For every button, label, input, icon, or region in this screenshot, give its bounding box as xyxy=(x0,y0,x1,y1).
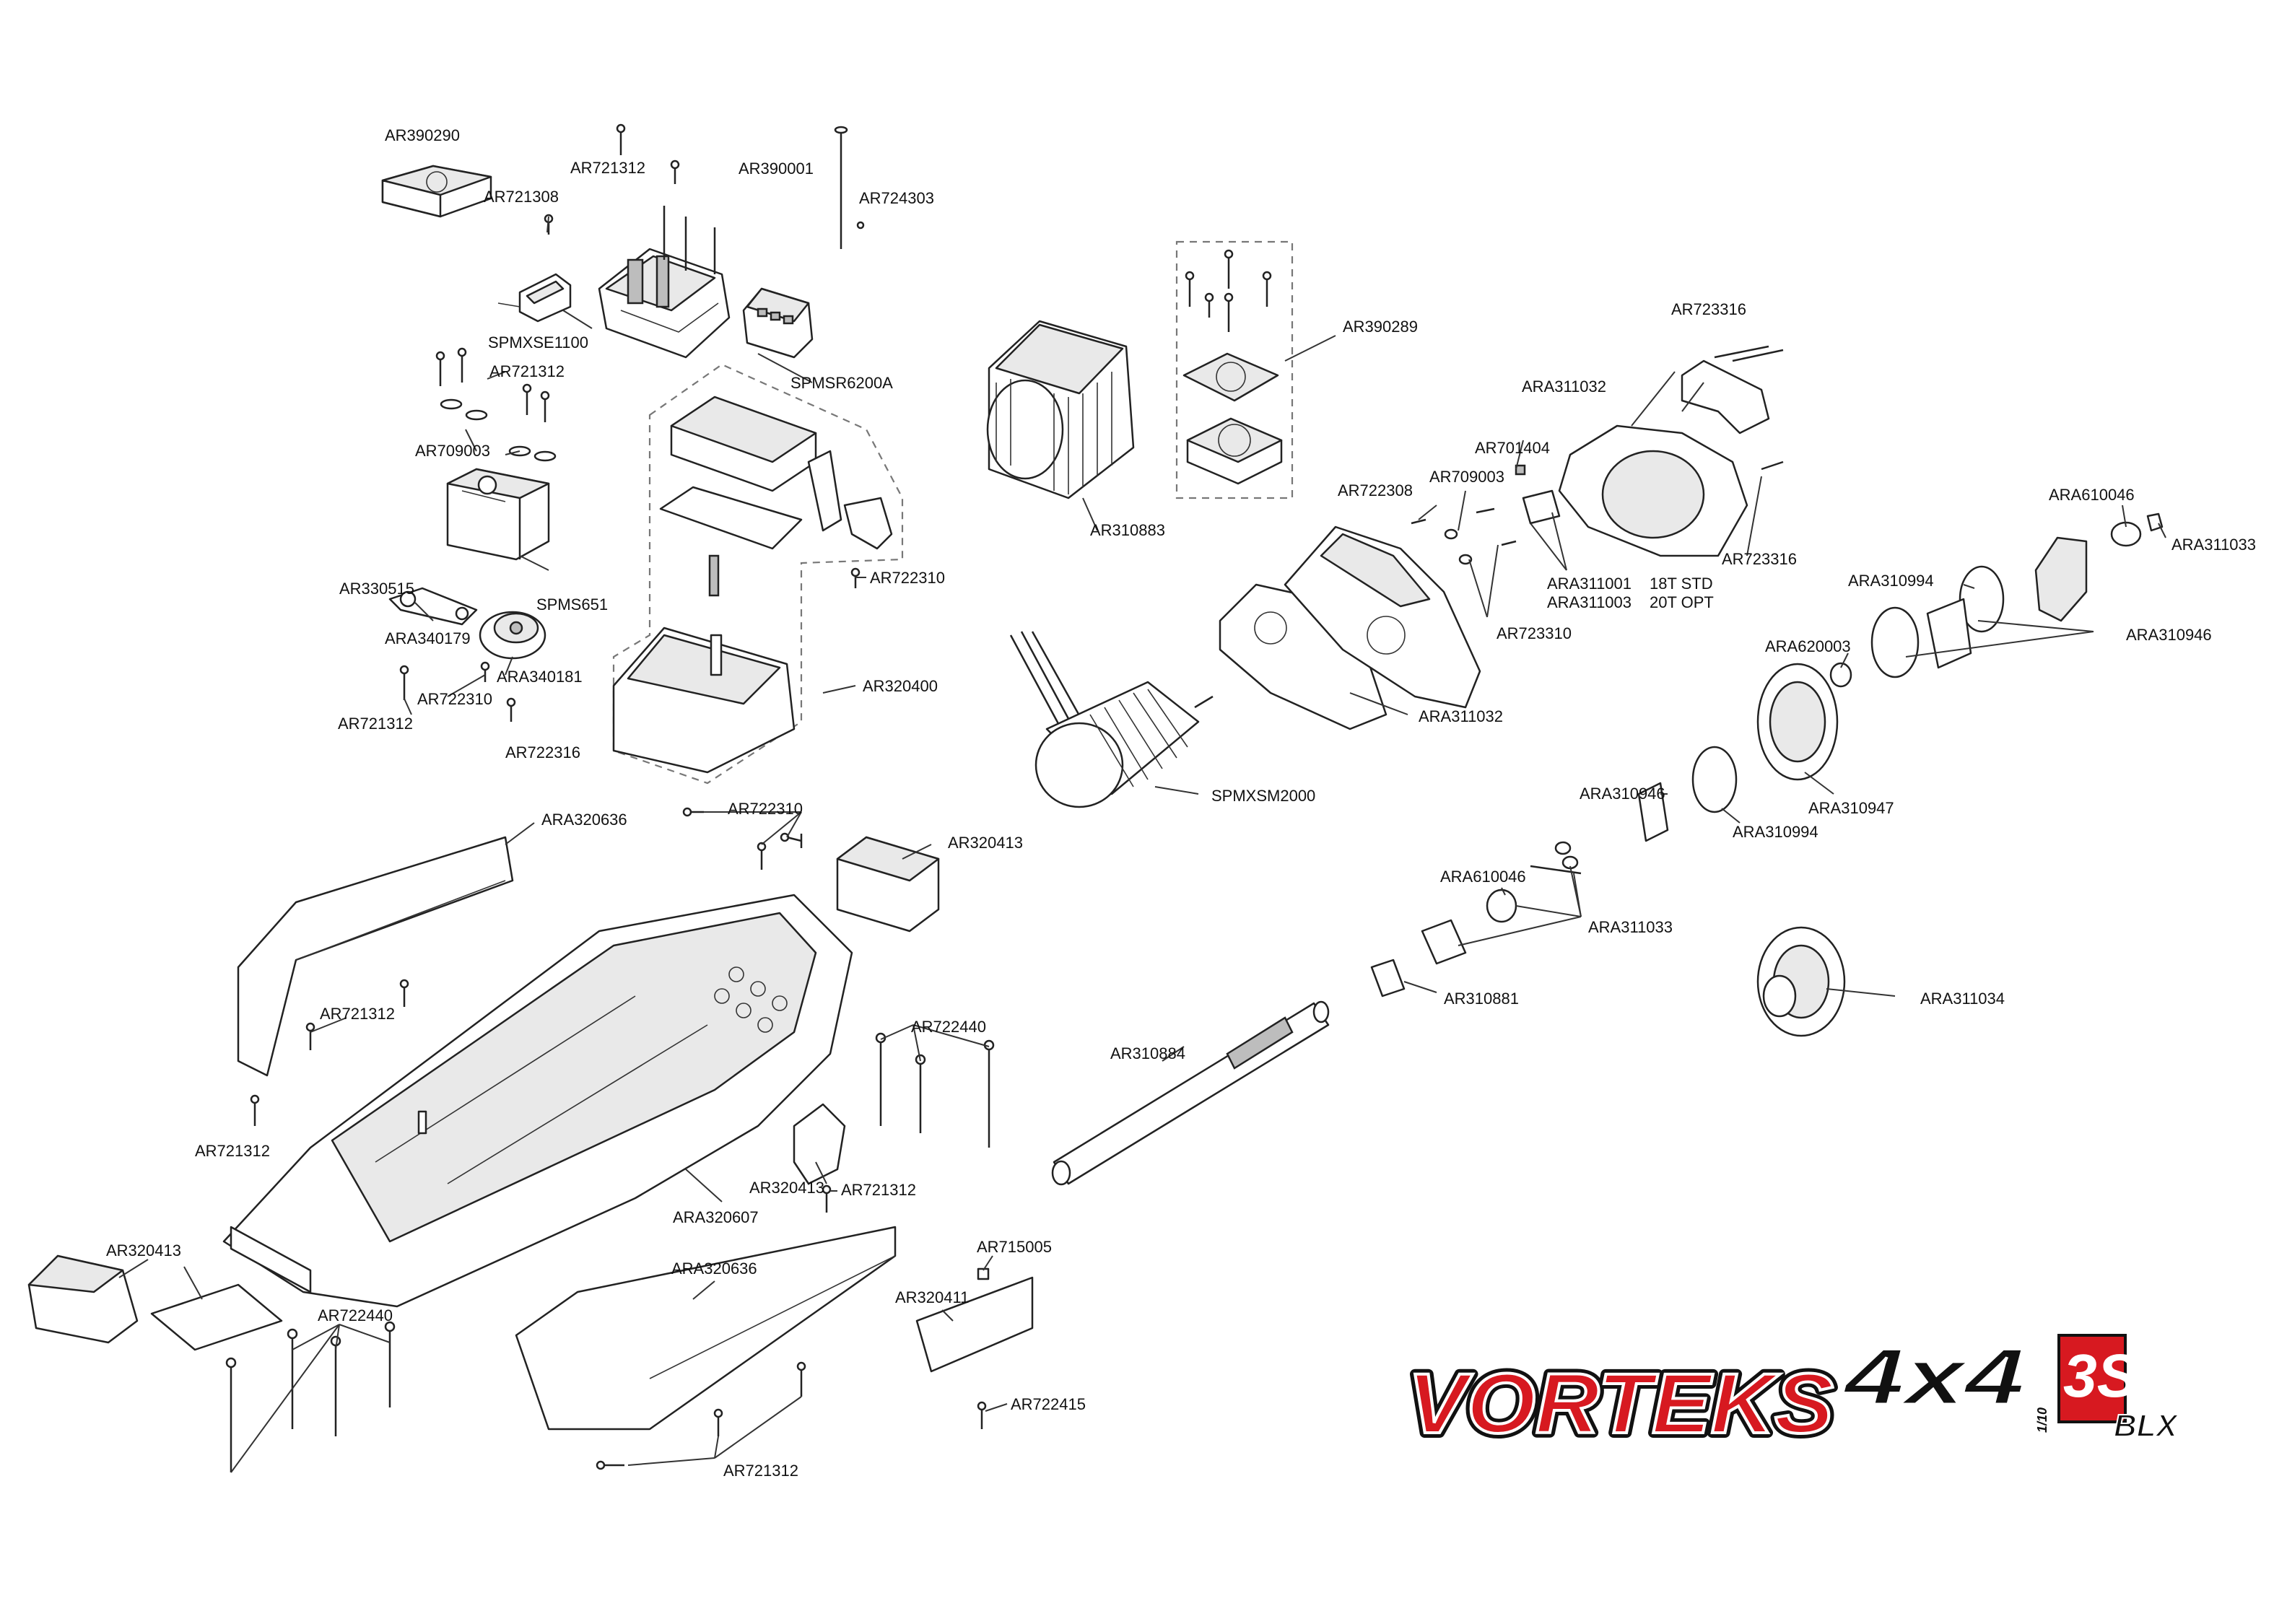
label-ara310994-mid: ARA310994 xyxy=(1733,823,1818,841)
label-ara311001: ARA311001 xyxy=(1547,575,1632,593)
esc-speed-control xyxy=(598,206,731,359)
receiver xyxy=(742,287,814,359)
spur-gear xyxy=(1756,926,1846,1037)
receiver-box-group xyxy=(612,363,904,785)
label-ar721312-left: AR721312 xyxy=(338,715,413,733)
side-guard-left xyxy=(237,836,514,1077)
motor-heatsink xyxy=(986,320,1135,499)
label-ar722308: AR722308 xyxy=(1338,481,1413,499)
logo-cells: 3S xyxy=(2063,1342,2138,1410)
pinion-and-hardware xyxy=(1411,460,1784,565)
logo-drive: 4x4 xyxy=(1842,1332,2025,1421)
label-ar721312-mid: AR721312 xyxy=(841,1181,916,1199)
label-ara340179: ARA340179 xyxy=(385,629,471,647)
label-ar320400: AR320400 xyxy=(863,677,938,695)
label-ar723316-top: AR723316 xyxy=(1671,300,1746,318)
label-ar722310-left: AR722310 xyxy=(417,690,492,708)
label-ar721312-bottom: AR721312 xyxy=(723,1462,798,1480)
motor xyxy=(1009,631,1214,808)
label-ara610046-mid: ARA610046 xyxy=(1440,868,1526,886)
label-ar320413-top: AR320413 xyxy=(948,834,1023,852)
center-driveshaft xyxy=(1051,1000,1330,1186)
label-ar722310-mid: AR722310 xyxy=(728,800,803,818)
label-ar724303: AR724303 xyxy=(859,189,934,207)
label-ar709003-left: AR709003 xyxy=(415,442,490,460)
label-20t-opt: 20T OPT xyxy=(1650,593,1714,611)
label-ara310946-mid: ARA310946 xyxy=(1580,785,1665,803)
label-ar721312-servo: AR721312 xyxy=(489,362,565,380)
label-ar390290: AR390290 xyxy=(385,126,460,144)
heatsink-fan-group xyxy=(1175,240,1294,499)
label-ar310881: AR310881 xyxy=(1444,990,1519,1008)
label-ar721308: AR721308 xyxy=(484,188,559,206)
label-ara311032-top: ARA311032 xyxy=(1522,377,1606,396)
side-guard-right xyxy=(515,1226,897,1431)
servo-mount-hardware xyxy=(435,347,557,462)
cooling-fan-small xyxy=(381,165,492,218)
label-ara310947: ARA310947 xyxy=(1808,799,1894,817)
label-ara311003: ARA311003 xyxy=(1547,593,1632,611)
label-ar721312-lower: AR721312 xyxy=(195,1142,270,1160)
label-ar723316-right: AR723316 xyxy=(1722,550,1797,568)
slipper-clutch-stack xyxy=(1530,512,2164,875)
power-switch xyxy=(497,273,572,323)
label-ara610046-right: ARA610046 xyxy=(2049,486,2135,504)
label-ar310884: AR310884 xyxy=(1110,1044,1185,1062)
label-ar722415: AR722415 xyxy=(1011,1395,1086,1413)
hardware-screws-top xyxy=(544,123,865,249)
logo-name: VORTEKS xyxy=(1408,1356,1834,1451)
hardware-screws-left xyxy=(399,661,516,722)
label-ar709003-mid: AR709003 xyxy=(1429,468,1504,486)
label-ara340181: ARA340181 xyxy=(497,668,583,686)
label-ara320636-bottom: ARA320636 xyxy=(671,1260,757,1278)
label-ara320636-top: ARA320636 xyxy=(541,811,627,829)
logo-name-outline: VORTEKS xyxy=(1408,1356,1834,1451)
label-ar701404: AR701404 xyxy=(1475,439,1550,457)
label-ara311033-mid: ARA311033 xyxy=(1588,918,1673,936)
label-ar390001: AR390001 xyxy=(739,160,814,178)
label-ar721312-chassis: AR721312 xyxy=(320,1005,395,1023)
label-ar390289: AR390289 xyxy=(1343,318,1418,336)
logo-badge xyxy=(2057,1334,2127,1423)
part-labels: AR390290 AR721312 AR390001 AR724303 AR72… xyxy=(106,126,2256,1480)
label-ar722310-box: AR722310 xyxy=(870,569,945,587)
label-ar320413-left: AR320413 xyxy=(106,1241,181,1260)
battery-strap-posts xyxy=(27,836,1034,1373)
label-ar723310: AR723310 xyxy=(1497,624,1572,642)
label-ar310883: AR310883 xyxy=(1090,521,1165,539)
logo-scale: 1/10 xyxy=(2035,1407,2049,1433)
label-spmsr6200a: SPMSR6200A xyxy=(790,374,893,392)
motor-mount-plate xyxy=(1219,583,1388,730)
label-ar320413-mid: AR320413 xyxy=(749,1179,824,1197)
label-ar320411: AR320411 xyxy=(895,1288,969,1306)
chassis-tub xyxy=(222,894,853,1308)
servo xyxy=(446,468,550,561)
label-spms651: SPMS651 xyxy=(536,595,608,614)
servo-saver xyxy=(479,611,546,660)
label-ar722440-left: AR722440 xyxy=(318,1306,393,1324)
label-ar721312-top: AR721312 xyxy=(570,159,645,177)
leader-lines xyxy=(118,216,2166,1473)
gearbox-housing xyxy=(1284,525,1481,709)
label-ara310946-right: ARA310946 xyxy=(2126,626,2212,644)
vorteks-logo: VORTEKS VORTEKS 4x4 1/10 3S BLX xyxy=(1403,1332,2180,1457)
label-18t-std: 18T STD xyxy=(1650,575,1713,593)
label-ara311034: ARA311034 xyxy=(1920,990,2005,1008)
label-ar715005: AR715005 xyxy=(977,1238,1052,1256)
logo-suffix: BLX xyxy=(2114,1408,2179,1444)
label-ara310994-top: ARA310994 xyxy=(1848,572,1934,590)
label-spmxsm2000: SPMXSM2000 xyxy=(1211,787,1315,805)
label-spmxse1100: SPMXSE1100 xyxy=(488,333,588,352)
label-ar330515: AR330515 xyxy=(339,580,414,598)
label-ar722440-mid: AR722440 xyxy=(911,1018,986,1036)
label-ar722316-left: AR722316 xyxy=(505,743,580,761)
label-ara311032-bottom: ARA311032 xyxy=(1419,707,1503,725)
label-ara311033-right: ARA311033 xyxy=(2171,536,2256,554)
label-ara620003: ARA620003 xyxy=(1765,637,1851,655)
bearing-and-sleeve xyxy=(1370,889,1517,997)
label-ara320607: ARA320607 xyxy=(673,1208,759,1226)
servo-horn xyxy=(388,587,478,626)
